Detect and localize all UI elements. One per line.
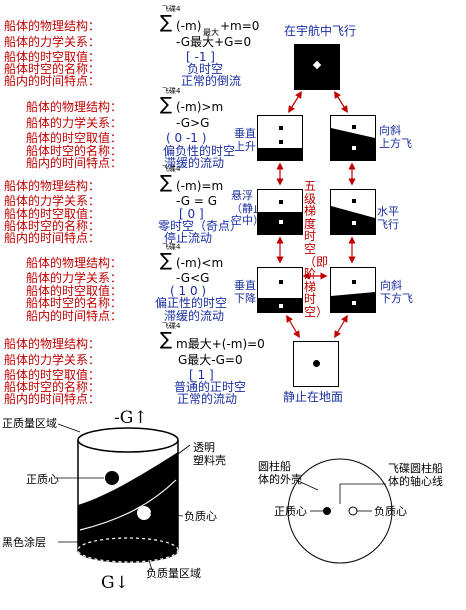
topview-neg-center-label: 负质心 [374, 505, 407, 518]
state-hover-label: 悬浮 （静止 空中） [231, 189, 264, 228]
label-structure: 船体的物理结构： [4, 19, 101, 33]
shell-label: 透明 塑料壳 [193, 441, 226, 468]
state-up-box [257, 115, 303, 161]
label-time: 船内的时间特点： [26, 309, 123, 323]
time-feature: 滞缓的流动 [164, 156, 225, 170]
label-structure: 船体的物理结构： [26, 256, 123, 270]
label-name: 船体时空的名称： [26, 296, 123, 310]
state-downdiag-label: 向斜 下方飞 [380, 279, 413, 305]
state-ground-box [293, 341, 339, 387]
force-relation: G最大-G=0 [178, 353, 243, 367]
label-force: 船体的力学关系： [26, 116, 123, 130]
state-down-label: 垂直 下降 [234, 279, 256, 305]
topview-axis-label: 飞碟圆柱船 体的轴心线 [388, 462, 443, 489]
sigma-symbol: ∑ [160, 12, 173, 33]
topview-pos-center-label: 正质心 [274, 505, 307, 518]
fifth-level-label: 五级梯度时空（即阶梯时空） [304, 179, 329, 319]
space-value: [ 1 ] [189, 368, 214, 382]
state-down-box [257, 267, 303, 313]
state-updiag-box [330, 115, 376, 161]
time-feature: 正常的流动 [177, 392, 238, 406]
formula-body: (-m) [176, 19, 202, 33]
state-hover-box [257, 189, 303, 235]
label-time: 船内的时间特点： [4, 392, 101, 406]
sum-top: 飞碟4 [162, 5, 181, 13]
space-name: 普通的正时空 [174, 380, 247, 394]
formula-body: (-m)<m [176, 256, 224, 270]
state-space-label: 在宇航中飞行 [284, 24, 357, 38]
time-feature: 正常的倒流 [181, 74, 242, 88]
state-downdiag-box [330, 267, 376, 313]
cylinder-bottom-label: 负质量区域 [146, 567, 201, 580]
label-structure: 船体的物理结构： [4, 179, 101, 193]
sum-top: 飞碟4 [162, 165, 181, 173]
state-up-label: 垂直 上升 [234, 127, 256, 153]
space-value: [ -1 ] [186, 50, 215, 64]
label-time: 船内的时间特点： [4, 231, 101, 245]
g-label: G↓ [101, 573, 129, 593]
cylinder-top-label: 正质量区域 [2, 417, 57, 430]
space-value: ( 1 0 ) [170, 284, 207, 298]
state-space-box [294, 44, 340, 90]
force-relation: -G>G [176, 116, 210, 130]
label-time: 船内的时间特点： [4, 74, 101, 88]
label-name: 船体时空的名称： [26, 144, 123, 158]
label-time: 船内的时间特点： [26, 156, 123, 170]
label-structure: 船体的物理结构： [26, 100, 123, 114]
space-name: 偏正性的时空 [155, 296, 228, 310]
formula-body: m最大+(-m)=0 [176, 337, 265, 351]
space-value: ( 0 -1 ) [166, 131, 207, 145]
state-level-label: 水平 飞行 [377, 205, 399, 231]
space-name: 零时空（奇点） [158, 219, 243, 233]
sigma-symbol: ∑ [160, 329, 173, 350]
formula-sub: 最大 [203, 28, 219, 37]
state-level-box [330, 189, 376, 235]
state-ground-label: 静止在地面 [283, 390, 344, 404]
force-relation: -G最大+G=0 [176, 35, 252, 49]
sum-top: 飞碟4 [162, 87, 181, 95]
state-updiag-label: 向斜 上方飞 [379, 124, 412, 150]
space-name: 负时空 [187, 62, 224, 76]
label-force: 船体的力学关系： [4, 35, 101, 49]
sigma-symbol: ∑ [160, 250, 173, 271]
label-value: 船体的时空取值： [26, 284, 123, 298]
label-name: 船体时空的名称： [4, 62, 101, 76]
sigma-symbol: ∑ [160, 172, 173, 193]
sum-top: 飞碟4 [162, 322, 181, 330]
formula-body: (-m)=m [176, 179, 224, 193]
cylinder-neg-center-label: 负质心 [184, 510, 217, 523]
label-force: 船体的力学关系： [4, 194, 101, 208]
sigma-symbol: ∑ [160, 94, 173, 115]
cylinder-pos-center-label: 正质心 [26, 473, 59, 486]
neg-g-label: -G↑ [114, 408, 148, 428]
label-value: 船体的时空取值： [26, 131, 123, 145]
force-relation: -G<G [176, 271, 210, 285]
force-relation: -G = G [176, 194, 218, 208]
label-value: 船体的时空取值： [4, 368, 101, 382]
sum-top: 飞碟4 [162, 243, 181, 251]
coating-label: 黑色涂层 [2, 536, 46, 549]
time-feature: 停止流动 [164, 231, 213, 245]
space-value: [ 0 ] [179, 207, 204, 221]
formula-rel: +m=0 [220, 19, 260, 33]
label-force: 船体的力学关系： [4, 353, 101, 367]
label-name: 船体时空的名称： [4, 380, 101, 394]
label-value: 船体的时空取值： [4, 50, 101, 64]
label-force: 船体的力学关系： [26, 271, 123, 285]
label-structure: 船体的物理结构： [4, 337, 101, 351]
label-name: 船体时空的名称： [4, 219, 101, 233]
topview-shell-label: 圆柱船 体的外壳 [258, 460, 302, 487]
time-feature: 滞缓的流动 [164, 309, 225, 323]
space-name: 偏负性的时空 [163, 144, 236, 158]
label-value: 船体的时空取值： [4, 207, 101, 221]
formula-body: (-m)>m [176, 100, 224, 114]
